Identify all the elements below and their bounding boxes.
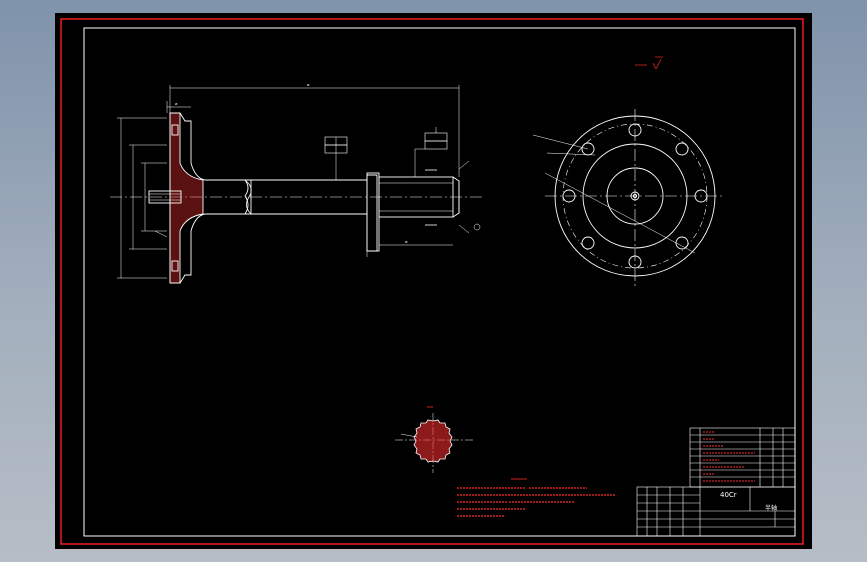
section-a-a-view: [395, 406, 475, 473]
sheet-border-red: [60, 18, 804, 545]
svg-text:⌀: ⌀: [405, 239, 408, 244]
shaft-side-view: [110, 85, 485, 284]
parts-list-table: [689, 427, 796, 488]
svg-text:⌀: ⌀: [307, 82, 310, 87]
flange-front-view: [532, 109, 725, 289]
surface-finish-note: [635, 56, 663, 70]
technical-requirements: [457, 478, 615, 517]
cad-viewport[interactable]: ⌀ ⌀ ⌀: [55, 13, 812, 549]
engineering-drawing: ⌀ ⌀ ⌀: [60, 18, 804, 545]
material-label: 40Cr: [720, 491, 737, 499]
side-view-dimension-marks: ⌀ ⌀ ⌀: [175, 82, 408, 244]
part-name-label: 半轴: [765, 504, 777, 512]
svg-text:⌀: ⌀: [175, 101, 178, 106]
title-block-grid: [636, 486, 796, 537]
parts-list-red-entries: [703, 431, 755, 482]
drawing-frame: [83, 27, 796, 537]
